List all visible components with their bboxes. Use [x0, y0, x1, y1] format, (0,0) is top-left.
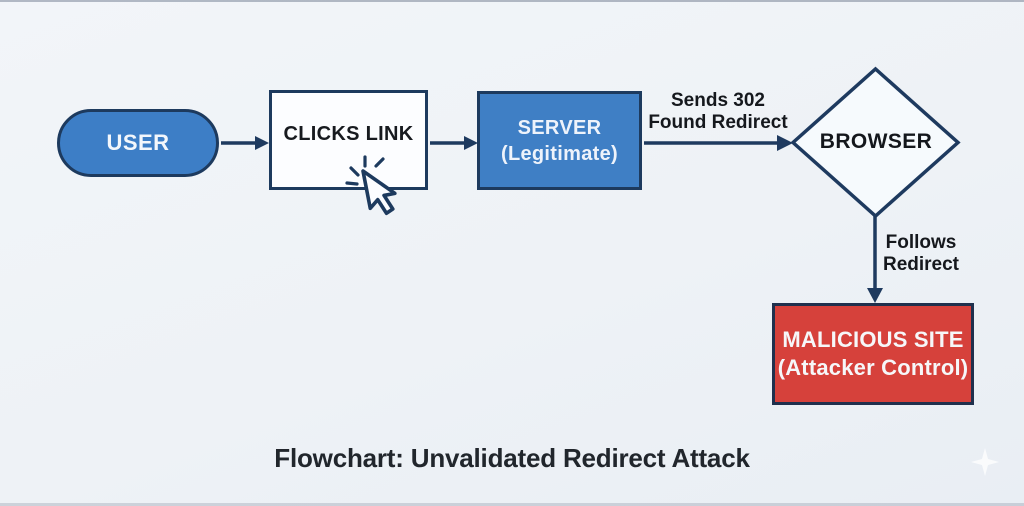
node-browser-label: BROWSER	[819, 130, 933, 153]
sparkle-icon	[971, 448, 999, 476]
node-user: USER	[57, 109, 219, 177]
edge-label-follows-line1: Follows	[885, 232, 957, 253]
bottom-edge-line	[0, 503, 1024, 506]
cursor-click-icon	[345, 155, 397, 216]
node-clicks-link-label: CLICKS LINK	[283, 123, 414, 145]
edge-label-follows-line2: Redirect	[882, 254, 960, 275]
browser-diamond-shape	[790, 66, 961, 219]
edge-label-sends-302: Sends 302 Found Redirect	[628, 90, 808, 134]
node-malicious-site: MALICIOUS SITE (Attacker Control)	[772, 303, 974, 405]
arrowhead-user-to-clicks	[255, 136, 269, 150]
arrowhead-clicks-to-server	[464, 136, 478, 150]
edge-label-follows-redirect: Follows Redirect	[880, 232, 962, 276]
arrowhead-browser-to-malicious	[867, 288, 883, 303]
diagram-title: Flowchart: Unvalidated Redirect Attack	[274, 443, 750, 473]
node-server-sublabel: (Legitimate)	[501, 142, 618, 165]
node-server-label: SERVER	[517, 116, 602, 139]
node-clicks-link: CLICKS LINK	[269, 90, 428, 190]
edge-label-sends-302-line1: Sends 302	[671, 90, 765, 111]
arrowhead-server-to-browser	[777, 135, 793, 151]
node-user-label: USER	[106, 130, 170, 155]
node-malicious-site-sublabel: (Attacker Control)	[777, 355, 969, 380]
node-server: SERVER (Legitimate)	[477, 91, 642, 190]
top-edge-line	[0, 0, 1024, 2]
node-malicious-site-label: MALICIOUS SITE	[782, 327, 964, 352]
edge-label-sends-302-line2: Found Redirect	[648, 112, 788, 133]
